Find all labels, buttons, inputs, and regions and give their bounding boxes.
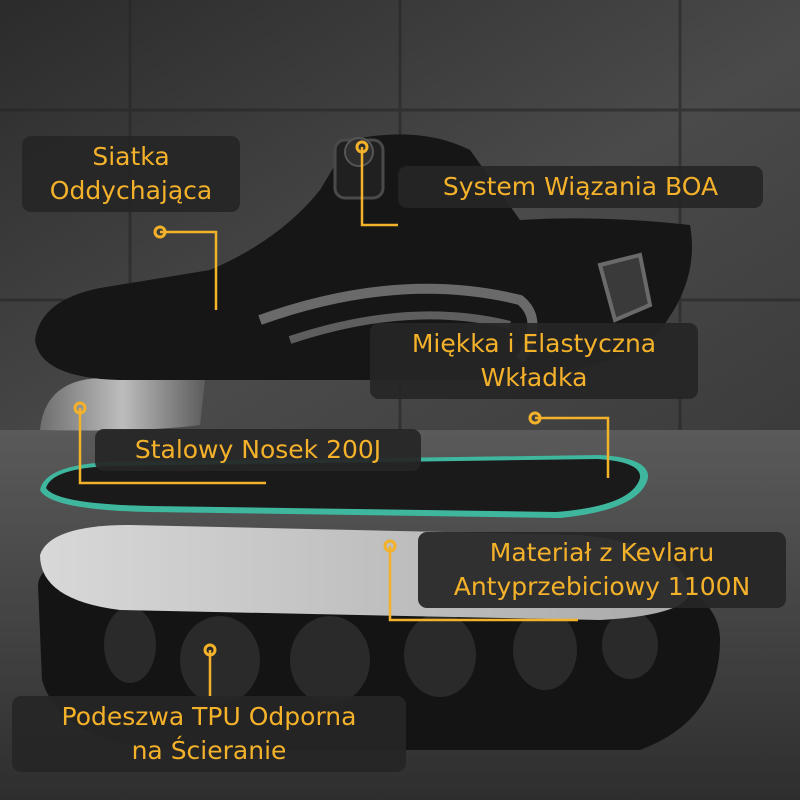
kevlar-callout: Materiał z Kevlaru Antyprzebiciowy 1100N (418, 532, 786, 608)
outsole-callout-line-2: na Ścieranie (131, 736, 287, 765)
boa-callout: System Wiązania BOA (398, 166, 763, 208)
boa-callout-line-1: System Wiązania BOA (442, 172, 719, 201)
outsole-callout-line-1: Podeszwa TPU Odporna (61, 702, 357, 731)
insole-callout-line-1: Miękka i Elastyczna (411, 329, 657, 358)
insole-callout-line-2: Wkładka (480, 363, 588, 392)
mesh-callout: Siatka Oddychająca (22, 136, 240, 212)
mesh-callout-line-1: Siatka (92, 142, 170, 171)
outsole-callout: Podeszwa TPU Odporna na Ścieranie (12, 696, 406, 772)
kevlar-callout-line-2: Antyprzebiciowy 1100N (453, 572, 751, 601)
insole-callout: Miękka i Elastyczna Wkładka (370, 323, 698, 399)
toe-cap-callout-line-1: Stalowy Nosek 200J (134, 435, 382, 464)
kevlar-callout-line-1: Materiał z Kevlaru (489, 538, 715, 567)
toe-cap-callout: Stalowy Nosek 200J (95, 429, 421, 471)
mesh-callout-line-2: Oddychająca (49, 176, 213, 205)
